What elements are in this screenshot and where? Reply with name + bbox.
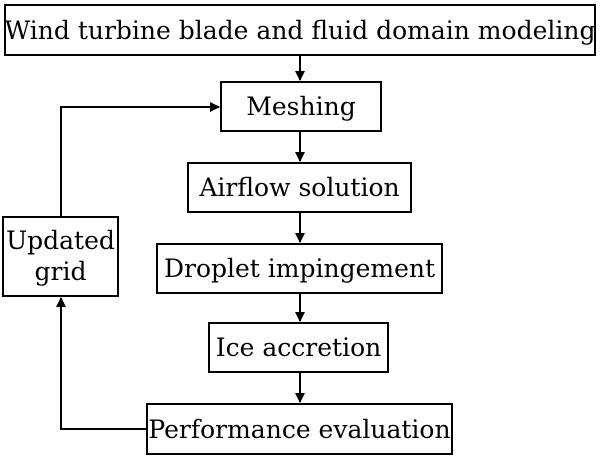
modeling-step-box: Wind turbine blade and fluid domain mode…: [4, 4, 596, 56]
modeling-step-label: Wind turbine blade and fluid domain mode…: [4, 15, 596, 45]
airflow-solution-step-label: Airflow solution: [199, 173, 400, 202]
droplet-impingement-step-box: Droplet impingement: [156, 243, 443, 294]
droplet-impingement-step-label: Droplet impingement: [163, 254, 436, 283]
airflow-solution-step-box: Airflow solution: [187, 162, 412, 213]
updated-grid-label-line1: Updated: [6, 226, 115, 255]
meshing-step-label: Meshing: [246, 92, 356, 121]
ice-accretion-step-label: Ice accretion: [215, 333, 382, 362]
arrow-updated-grid-to-meshing: [60, 102, 220, 216]
meshing-step-box: Meshing: [220, 81, 382, 132]
arrow-performance-to-updated-grid: [56, 297, 146, 430]
performance-evaluation-step-label: Performance evaluation: [148, 414, 451, 444]
updated-grid-step-box: Updated grid: [2, 216, 119, 297]
performance-evaluation-step-box: Performance evaluation: [146, 403, 453, 455]
ice-accretion-step-box: Ice accretion: [208, 322, 389, 373]
updated-grid-label-line2: grid: [34, 256, 87, 286]
